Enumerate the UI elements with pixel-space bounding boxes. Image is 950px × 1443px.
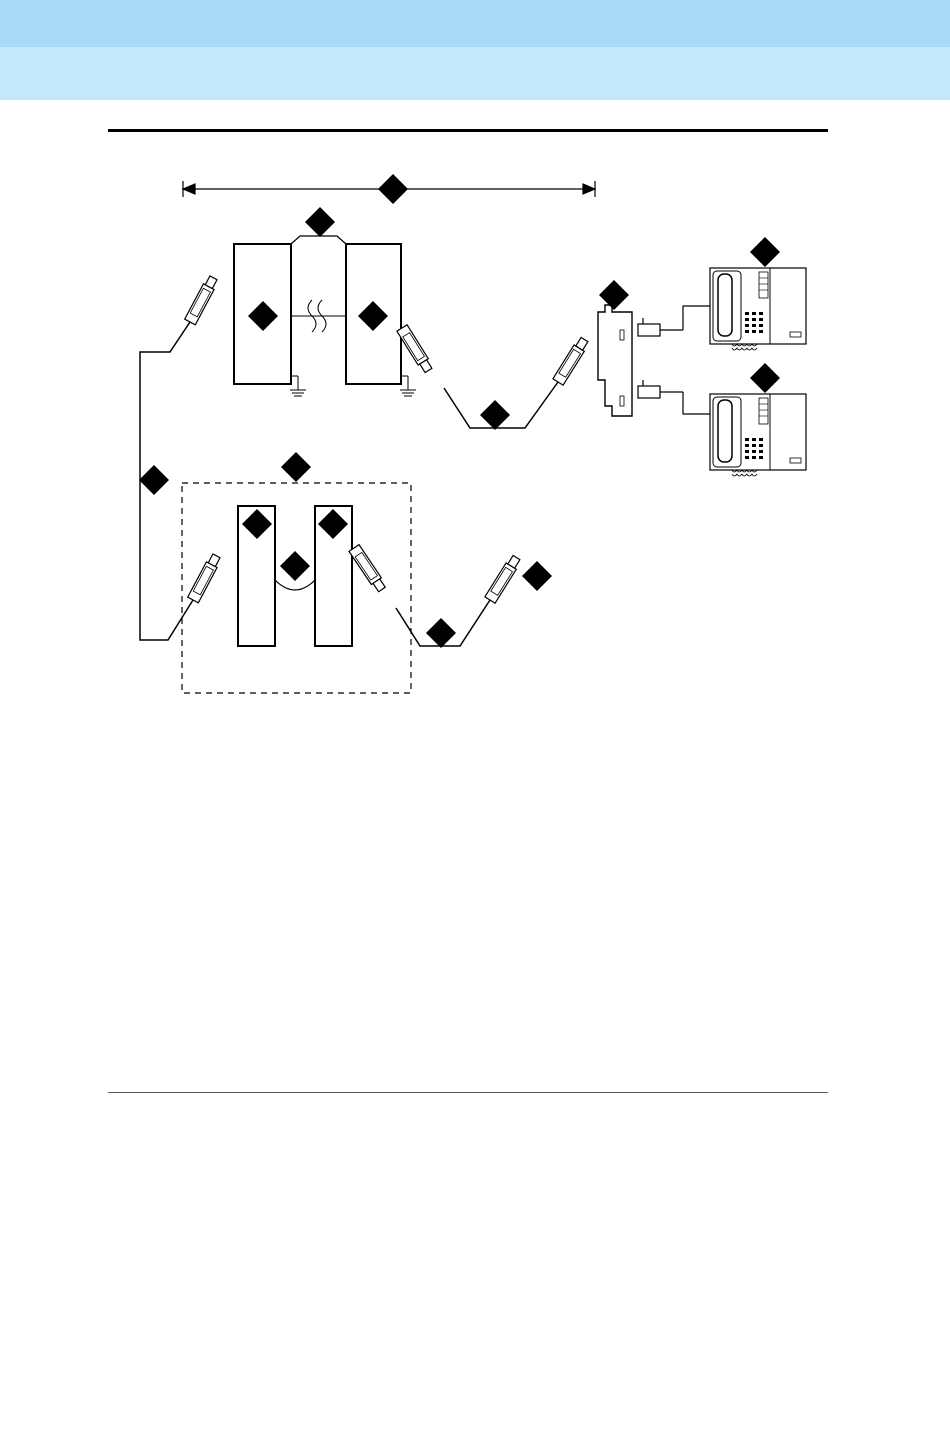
plug-connector-block — [553, 336, 590, 385]
callout-2 — [305, 207, 335, 237]
plug-lower-left — [188, 553, 222, 603]
plug-lower-end — [485, 554, 522, 603]
telephone-lower — [710, 394, 806, 476]
connector-block — [598, 305, 632, 416]
upper-cabinet-link — [291, 236, 346, 244]
callout-1 — [378, 174, 408, 204]
callout-14 — [522, 561, 552, 591]
callout-13 — [280, 551, 310, 581]
callout-8 — [480, 400, 510, 430]
jack-lower — [638, 380, 712, 414]
ground-right — [400, 376, 416, 396]
callout-7 — [750, 363, 780, 393]
callout-5 — [750, 237, 780, 267]
telephone-upper — [710, 268, 806, 350]
ground-left — [290, 376, 306, 396]
lower-cabinet-link — [275, 580, 315, 590]
plug-upper-right — [397, 325, 434, 374]
callout-15 — [426, 618, 456, 648]
jack-upper — [638, 306, 712, 336]
callout-9 — [139, 465, 169, 495]
plug-upper-left — [185, 275, 219, 325]
fiber-link — [291, 300, 346, 332]
callout-10 — [281, 452, 311, 482]
plug-lower-right — [349, 545, 387, 593]
callout-6 — [599, 280, 629, 310]
